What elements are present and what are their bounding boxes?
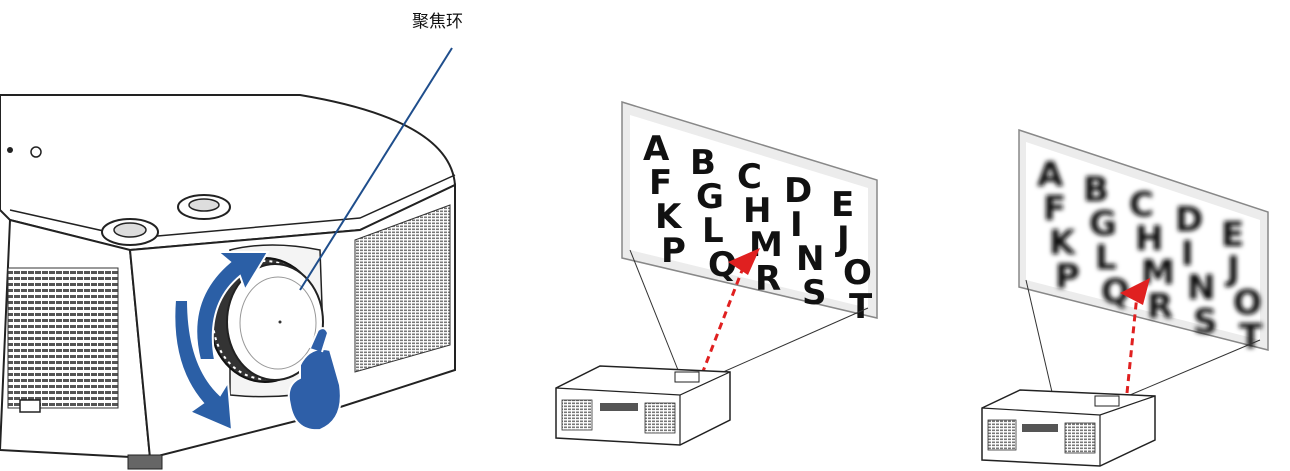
- screen-letter: E: [1221, 215, 1244, 255]
- screen-letter: B: [690, 143, 716, 183]
- screen-letter: I: [1181, 234, 1194, 274]
- screen-letter: K: [655, 197, 683, 237]
- screen-letter: T: [849, 287, 873, 327]
- projector-closeup: [0, 47, 457, 470]
- screen-letter: B: [1083, 170, 1109, 210]
- screen-letter: O: [1233, 283, 1262, 323]
- side-vent: [354, 204, 451, 373]
- screen-letter: A: [1037, 155, 1064, 195]
- screen-letter: I: [790, 205, 803, 245]
- screen-letter: L: [1095, 238, 1117, 278]
- screen-letter: J: [1225, 249, 1240, 289]
- screen-letter: D: [784, 171, 812, 211]
- screen-letter: F: [1043, 189, 1066, 229]
- screen-letter: H: [1135, 219, 1163, 259]
- screen-letter: H: [743, 191, 771, 231]
- projector-small-1: [555, 365, 731, 446]
- screen-letter: A: [643, 129, 670, 169]
- screen-letter: N: [1187, 268, 1215, 308]
- screen-letter: P: [661, 231, 686, 271]
- callout-line: [299, 47, 453, 291]
- screen-letter: R: [755, 259, 781, 299]
- focus-ring-callout: 聚焦环: [0, 0, 1290, 40]
- projection-arrow-blurred: [1125, 284, 1140, 394]
- rotate-arrow-up-icon: [195, 251, 270, 361]
- screen-letter: J: [835, 219, 850, 259]
- screen-letter: E: [831, 185, 854, 225]
- projector-foot: [127, 454, 163, 470]
- projector-small-2: [981, 389, 1156, 467]
- screen-letter: K: [1049, 223, 1077, 263]
- focus-ring-label: 聚焦环: [412, 12, 463, 32]
- rotate-arrow-down-icon: [173, 299, 234, 432]
- projection-arrow-focused: [700, 254, 750, 375]
- screen-letter: C: [737, 157, 762, 197]
- screen-letter: Q: [708, 245, 737, 285]
- screen-letter: F: [649, 163, 672, 203]
- screen-letter: G: [1089, 204, 1117, 244]
- screen-letter: P: [1055, 257, 1080, 297]
- front-vent: [7, 267, 119, 409]
- screen-letter: N: [796, 239, 824, 279]
- screen-letter: C: [1129, 185, 1154, 225]
- screen-letter: O: [843, 253, 872, 293]
- screen-letter: T: [1239, 317, 1263, 357]
- screen-letter: S: [802, 273, 827, 313]
- screen-letter: D: [1175, 200, 1203, 240]
- screen-letter: G: [696, 177, 724, 217]
- screen-letter: R: [1147, 287, 1173, 327]
- screen-letter: S: [1193, 302, 1218, 342]
- screen-letter: L: [702, 211, 724, 251]
